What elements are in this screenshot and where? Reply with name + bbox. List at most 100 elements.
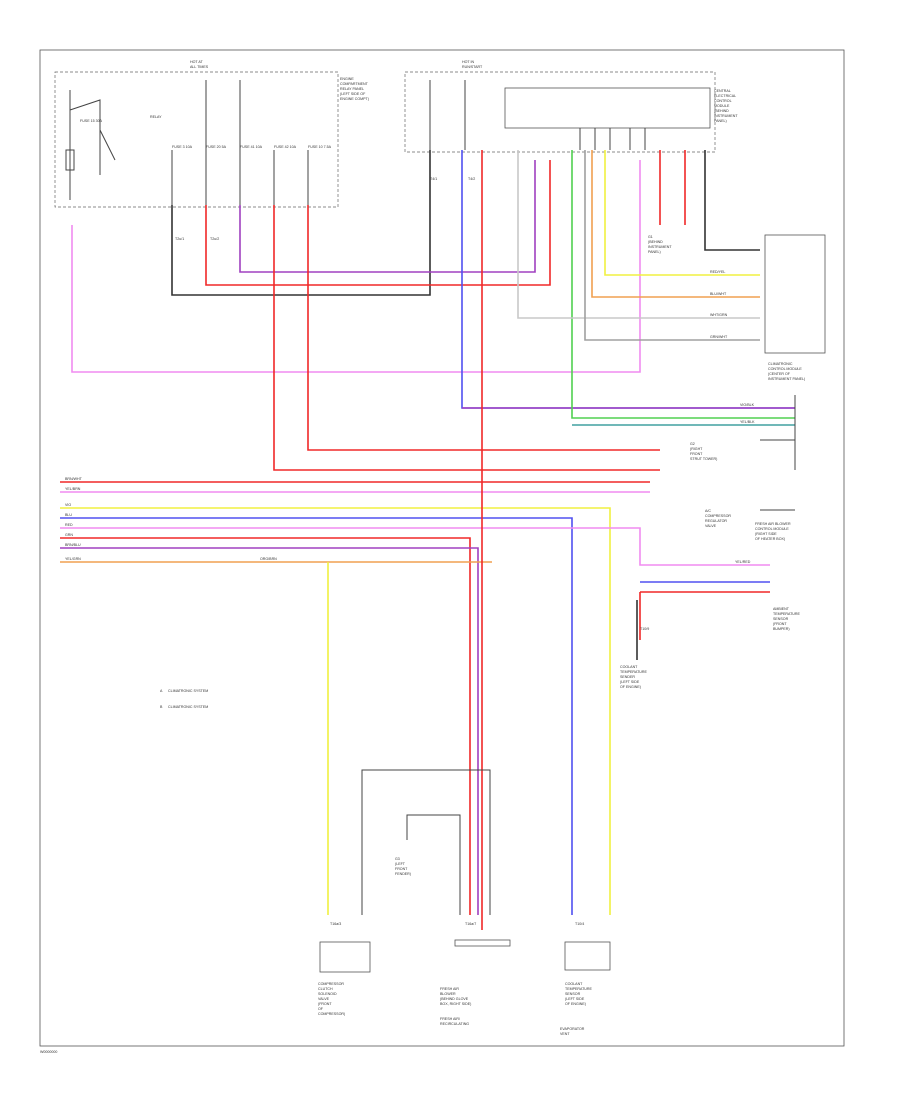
left-relay-panel-line2: COMPARTMENT <box>340 82 369 86</box>
wire-label-2: YEL/BRN <box>65 487 81 491</box>
wire-label-8: YEL/GRN <box>65 557 81 561</box>
legend-key-2: B <box>160 705 163 709</box>
right-components: CLIMATRONIC CONTROL MODULE (CENTER OF IN… <box>620 234 826 689</box>
wire-label-14: VIO/BLK <box>740 403 755 407</box>
coolant-line3: SENDER <box>620 675 635 679</box>
bottom-right-line2: TEMPERATURE <box>565 987 592 991</box>
ground-g3-line3: FRONT <box>395 867 408 871</box>
conn-8: T10/9 <box>640 627 649 631</box>
wire-label-12: WHT/GRN <box>710 313 728 317</box>
hot-label-1b: ALL TIMES <box>190 65 209 69</box>
diagram-id: W0000000 <box>40 1050 57 1054</box>
central-line1: CENTRAL <box>714 89 731 93</box>
bottom-left-line1: COMPRESSOR <box>318 982 344 986</box>
diagram-frame <box>39 49 845 1047</box>
connector-labels: T2u/1 T2u/2 T4/1 T4/2 T16a/3 T16a/7 T10/… <box>175 177 649 926</box>
ac-comp-line2: COMPRESSOR <box>705 514 731 518</box>
fuse-label-3: FUSE 20 5A <box>206 145 227 149</box>
wire-label-9: ORG/BRN <box>260 557 277 561</box>
hot-label-2a: HOT IN <box>462 60 475 64</box>
ambient-line2: TEMPERATURE <box>773 612 800 616</box>
ground-g1-line3: INSTRUMENT <box>648 245 672 249</box>
conn-5: T16a/3 <box>330 922 341 926</box>
left-relay-panel-line5: ENGINE COMPT) <box>340 97 369 101</box>
blower-ctrl-line3: (RIGHT SIDE <box>755 532 777 536</box>
fuse-label-4: FUSE 41 10A <box>240 145 263 149</box>
bottom-mid-line3: (BEHIND GLOVE <box>440 997 469 1001</box>
legend: A CLIMATRONIC SYSTEM B CLIMATRONIC SYSTE… <box>160 689 208 709</box>
fuse-label-1: FUSE 15 30A <box>80 119 103 123</box>
central-module: CENTRAL ELECTRICAL CONTROL MODULE (BEHIN… <box>404 60 738 153</box>
wire-label-11: BLU/WHT <box>710 292 727 296</box>
bottom-left-line2: CLUTCH <box>318 987 333 991</box>
fuse-label-6: FUSE 10 7.5A <box>308 145 332 149</box>
coolant-line1: COOLANT <box>620 665 638 669</box>
blower-ctrl-line2: CONTROL MODULE <box>755 527 789 531</box>
ac-comp-line3: REGULATOR <box>705 519 727 523</box>
blower-ctrl-line1: FRESH AIR BLOWER <box>755 522 791 526</box>
evap-line2: VENT <box>560 1032 570 1036</box>
wire-label-4: BLU <box>65 513 72 517</box>
conn-6: T16a/7 <box>465 922 476 926</box>
ambient-line3: SENSOR <box>773 617 789 621</box>
wire-label-1: BRN/WHT <box>65 477 83 481</box>
wire-label-5: RED <box>65 523 73 527</box>
wire-label-7: BRN/BLU <box>65 543 81 547</box>
coolant-line2: TEMPERATURE <box>620 670 647 674</box>
fresh-air-line2: RECIRCULATING <box>440 1022 469 1026</box>
wire-label-3: VIO <box>65 503 71 507</box>
conn-7: T10/4 <box>575 922 584 926</box>
ground-g2-line4: STRUT TOWER) <box>690 457 717 461</box>
ground-g3-line2: (LEFT <box>395 862 406 866</box>
central-line7: PANEL) <box>714 119 727 123</box>
relay-label: RELAY <box>150 115 162 119</box>
bottom-right-line1: COOLANT <box>565 982 583 986</box>
conn-3: T4/1 <box>430 177 437 181</box>
bottom-right-line5: OF ENGINE) <box>565 1002 586 1006</box>
conn-2: T2u/2 <box>210 237 219 241</box>
coolant-line5: OF ENGINE) <box>620 685 641 689</box>
left-relay-panel-line4: (LEFT SIDE OF <box>340 92 366 96</box>
ac-comp-line1: A/C <box>705 509 711 513</box>
fuse-label-5: FUSE 42 10A <box>274 145 297 149</box>
coolant-line4: (LEFT SIDE <box>620 680 640 684</box>
bottom-left-line4: VALVE <box>318 997 330 1001</box>
bottom-left-line7: COMPRESSOR) <box>318 1012 345 1016</box>
climatronic-line4: INSTRUMENT PANEL) <box>768 377 805 381</box>
bus-wires <box>60 150 770 930</box>
bottom-mid-line4: BOX, RIGHT SIDE) <box>440 1002 471 1006</box>
left-relay-panel: ENGINE COMPARTMENT RELAY PANEL (LEFT SID… <box>54 60 369 208</box>
ground-g2-line2: (RIGHT <box>690 447 703 451</box>
bottom-right-line3: SENSOR <box>565 992 581 996</box>
bottom-left-line6: OF <box>318 1007 324 1011</box>
wire-label-16: YEL/RED <box>735 560 751 564</box>
climatronic-line3: (CENTER OF <box>768 372 791 376</box>
evap-line1: EVAPORATOR <box>560 1027 585 1031</box>
fresh-air-line1: FRESH AIR/ <box>440 1017 460 1021</box>
ambient-line1: AMBIENT <box>773 607 790 611</box>
left-relay-panel-line1: ENGINE <box>340 77 354 81</box>
climatronic-line1: CLIMATRONIC <box>768 362 793 366</box>
left-relay-panel-line3: RELAY PANEL <box>340 87 364 91</box>
bottom-mid-line1: FRESH AIR <box>440 987 459 991</box>
wire-label-13: GRN/WHT <box>710 335 728 339</box>
hot-label-1a: HOT AT <box>190 60 203 64</box>
legend-text-2: CLIMATRONIC SYSTEM <box>168 705 208 709</box>
ground-g2-line3: FRONT <box>690 452 703 456</box>
ambient-line5: BUMPER) <box>773 627 790 631</box>
legend-text-1: CLIMATRONIC SYSTEM <box>168 689 208 693</box>
climatronic-line2: CONTROL MODULE <box>768 367 802 371</box>
ground-g3-line1: G3 <box>395 857 400 861</box>
fuse-label-2: FUSE 3 10A <box>172 145 193 149</box>
ground-g1-line4: PANEL) <box>648 250 661 254</box>
bottom-mid-line2: BLOWER <box>440 992 456 996</box>
blower-ctrl-line4: OF HEATER BOX) <box>755 537 785 541</box>
conn-1: T2u/1 <box>175 237 184 241</box>
central-line6: INSTRUMENT <box>714 114 738 118</box>
bottom-left-line3: SOLENOID <box>318 992 337 996</box>
legend-key-1: A <box>160 689 163 693</box>
ground-g3-line4: FENDER) <box>395 872 411 876</box>
wire-label-6: GRN <box>65 533 73 537</box>
ambient-line4: (FRONT <box>773 622 787 626</box>
